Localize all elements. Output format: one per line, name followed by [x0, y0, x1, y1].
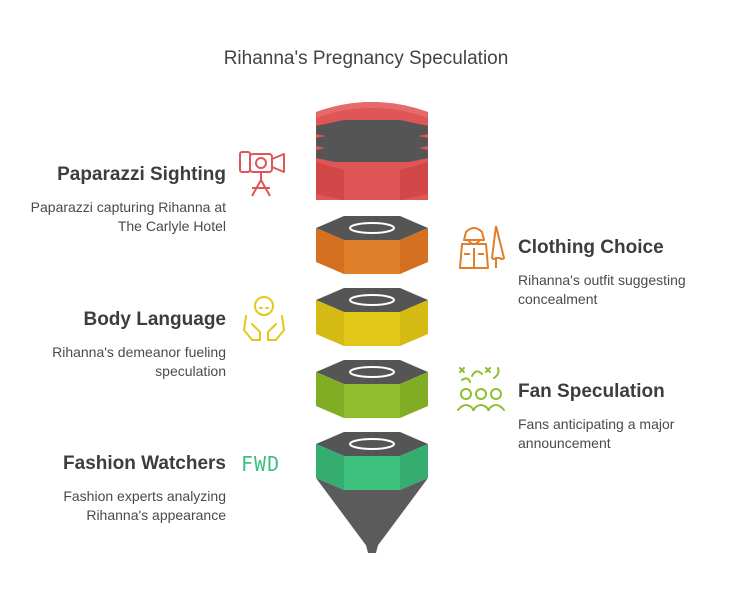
diagram-title: Rihanna's Pregnancy Speculation — [223, 48, 509, 69]
raincoat-umbrella-icon — [459, 225, 505, 269]
item-title-fashion-watchers: Fashion Watchers — [63, 453, 226, 474]
item-desc-clothing: Rihanna's outfit suggesting concealment — [518, 272, 686, 307]
item-title-fan-speculation: Fan Speculation — [518, 381, 665, 402]
segment-4-fan-speculation — [316, 360, 428, 418]
person-hands-icon — [243, 296, 285, 341]
pencil-tip — [316, 478, 428, 553]
fans-celebrating-icon — [457, 367, 505, 411]
item-desc-fan-speculation: Fans anticipating a major announcement — [518, 416, 675, 451]
fwd-text-icon: FWD — [241, 452, 281, 476]
item-desc-fashion-watchers: Fashion experts analyzing Rihanna's appe… — [63, 488, 226, 523]
item-desc-paparazzi: Paparazzi capturing Rihanna at The Carly… — [30, 199, 226, 234]
segment-1-paparazzi — [316, 102, 428, 200]
segment-2-clothing — [316, 216, 428, 274]
item-title-body-language: Body Language — [83, 309, 226, 330]
segment-3-body-language — [316, 288, 428, 346]
item-title-clothing: Clothing Choice — [518, 237, 664, 258]
item-title-paparazzi: Paparazzi Sighting — [57, 164, 226, 185]
segment-5-fashion-watchers — [316, 432, 428, 490]
item-desc-body-language: Rihanna's demeanor fueling speculation — [52, 344, 226, 379]
camera-icon — [239, 151, 285, 197]
